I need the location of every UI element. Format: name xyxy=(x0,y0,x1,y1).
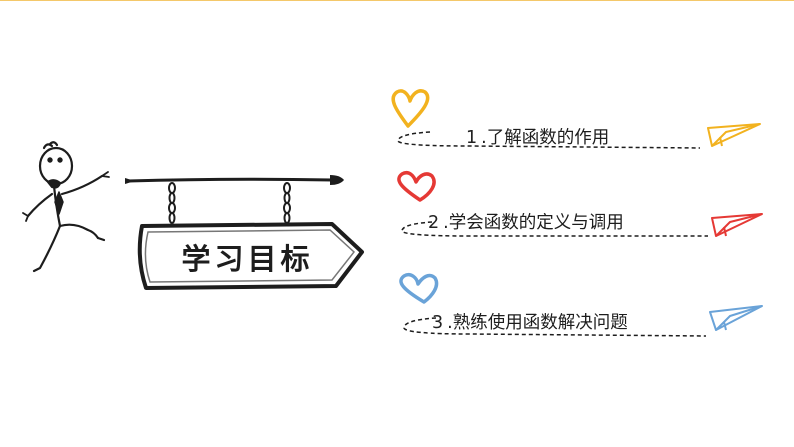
objective-number: 2 xyxy=(428,213,440,233)
objective-text: .学会函数的定义与调用 xyxy=(443,213,624,233)
objective-number: 1 xyxy=(466,128,478,148)
top-accent-line xyxy=(0,0,794,1)
dashed-underline xyxy=(397,131,701,149)
dashed-underline xyxy=(403,317,707,337)
objective-2: 2.学会函数的定义与调用 xyxy=(428,209,624,234)
dashed-underline xyxy=(401,221,708,237)
objective-2-decor xyxy=(397,170,763,237)
heart-icon xyxy=(399,272,439,304)
paper-plane-icon xyxy=(711,213,763,237)
objective-3: 3.熟练使用函数解决问题 xyxy=(432,309,628,334)
objective-text: .熟练使用函数解决问题 xyxy=(447,313,628,333)
heart-icon xyxy=(391,89,430,128)
paper-plane-icon xyxy=(709,305,763,331)
hanging-sign xyxy=(125,175,364,290)
objective-1: 1.了解函数的作用 xyxy=(466,124,609,149)
stick-figure xyxy=(22,141,110,273)
heart-icon xyxy=(397,170,436,202)
objective-1-decor xyxy=(391,89,761,149)
objective-number: 3 xyxy=(432,313,444,333)
objective-text: .了解函数的作用 xyxy=(481,128,610,148)
sign-title: 学习目标 xyxy=(181,242,314,276)
objective-3-decor xyxy=(399,272,763,337)
paper-plane-icon xyxy=(707,123,761,147)
